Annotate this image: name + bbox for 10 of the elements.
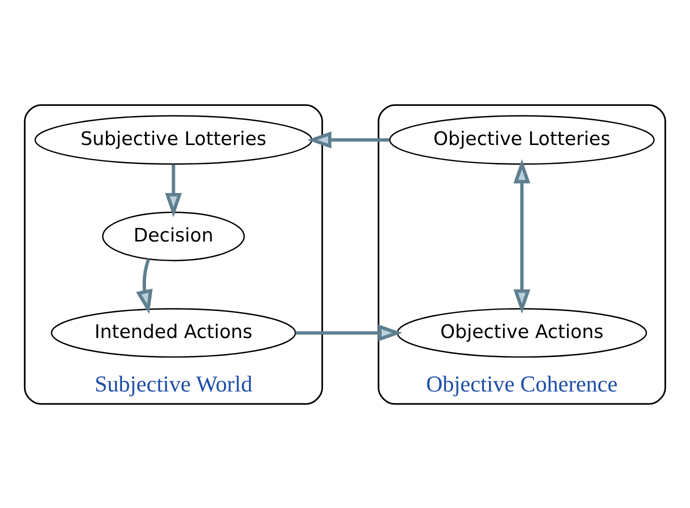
node-ellipse: Decision — [102, 211, 245, 261]
node-ellipse: Subjective Lotteries — [34, 114, 312, 164]
arrow — [296, 324, 402, 341]
node-ellipse: Objective Actions — [396, 308, 648, 358]
node-ellipse: Intended Actions — [50, 308, 296, 358]
node-ellipse: Objective Lotteries — [389, 114, 655, 164]
arrow — [513, 158, 530, 314]
arrow — [136, 258, 153, 314]
arrow — [307, 130, 390, 148]
arrow — [165, 164, 182, 217]
